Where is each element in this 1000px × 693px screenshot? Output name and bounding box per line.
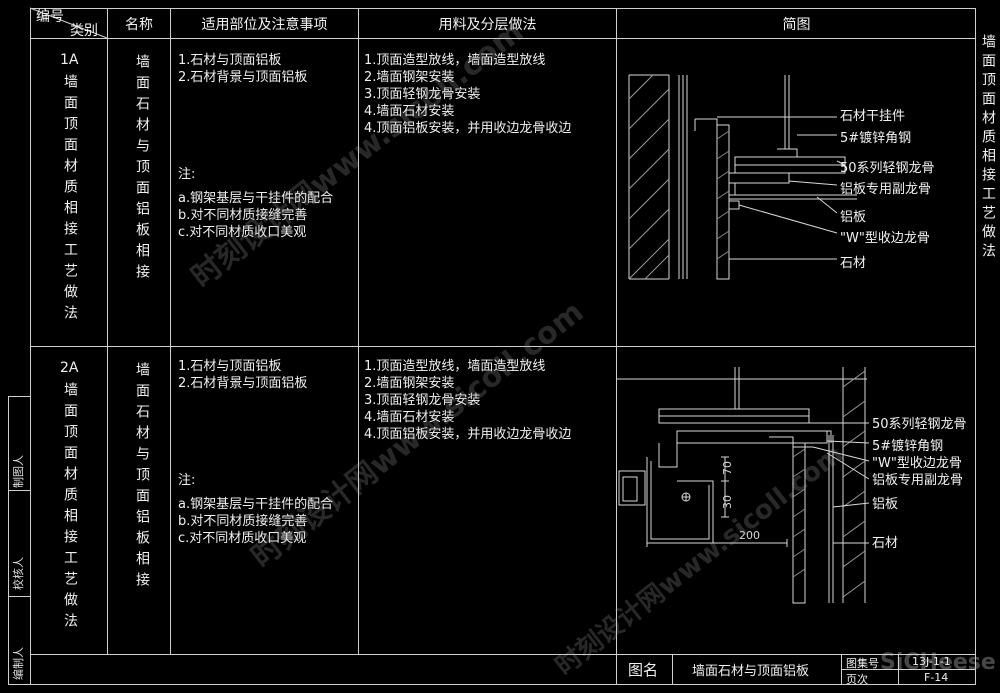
callout-label: 铝板专用副龙骨 [872,473,964,488]
callout-label: 50系列轻钢龙骨 [872,417,967,432]
material-line: 4.顶面铝板安装，并用收边龙骨收边 [364,121,572,136]
material-line: 4.墙面石材安装 [364,410,455,425]
usage-line: 2.石材背景与顶面铝板 [178,70,308,85]
row1-name: 墙面石材与顶面铝板相接 [134,54,150,285]
atlas-label: 图集号 [846,657,879,670]
row1-note-label: 注: [178,167,196,182]
dim-70: 70 [721,461,734,475]
material-line: 2.墙面钢架安装 [364,70,455,85]
row2-note-label: 注: [178,473,196,488]
row2-materials: 1.顶面造型放线，墙面造型放线 2.墙面钢架安装 3.顶面轻钢龙骨安装 4.墙面… [364,358,571,443]
row1-code: 1A [60,52,79,68]
callout-label: 铝板 [872,497,899,512]
header-usage: 适用部位及注意事项 [201,17,328,33]
callout-label: "W"型收边龙骨 [840,231,930,246]
note-line: b.对不同材质接缝完善 [178,208,308,223]
material-line: 1.顶面造型放线，墙面造型放线 [364,359,546,374]
material-line: 2.墙面钢架安装 [364,376,455,391]
dim-30: 30 [721,495,734,509]
author-label: 编制人 [12,647,25,680]
callout-label: 石材 [872,536,899,551]
material-line: 1.顶面造型放线，墙面造型放线 [364,53,546,68]
callout-label: "W"型收边龙骨 [872,456,962,471]
row2-name: 墙面石材与顶面铝板相接 [134,362,150,593]
side-title-right: 墙面顶面材质相接工艺做法 [980,34,996,262]
material-line: 4.顶面铝板安装，并用收边龙骨收边 [364,427,572,442]
row2-section-drawing: 70 30 200 [617,367,870,604]
callout-label: 50系列轻钢龙骨 [840,161,935,176]
side-signature-strip: 制图人 校核人 编制人 [8,396,30,684]
row2-usage: 1.石材与顶面铝板 2.石材背景与顶面铝板 [178,358,307,392]
row2-title: 墙面顶面材质相接工艺做法 [62,382,78,634]
header-name: 名称 [125,17,153,33]
callout-label: 石材 [840,256,867,271]
note-line: a.钢架基层与干挂件的配合 [178,497,334,512]
atlas-value: 13J-1-1 [912,655,951,668]
header-materials: 用料及分层做法 [438,17,537,33]
note-line: c.对不同材质收口美观 [178,225,307,240]
material-line: 3.顶面轻钢龙骨安装 [364,87,481,102]
note-line: b.对不同材质接缝完善 [178,514,308,529]
drawing-name: 墙面石材与顶面铝板 [692,664,810,679]
usage-line: 2.石材背景与顶面铝板 [178,376,308,391]
corner-logo: SiCHeese [880,650,996,675]
dim-200: 200 [739,529,760,542]
material-line: 4.墙面石材安装 [364,104,455,119]
callout-label: 5#镀锌角钢 [840,131,912,146]
drawing-name-label: 图名 [628,661,659,679]
usage-line: 1.石材与顶面铝板 [178,359,282,374]
row1-usage: 1.石材与顶面铝板 2.石材背景与顶面铝板 [178,52,307,86]
usage-line: 1.石材与顶面铝板 [178,53,282,68]
row1-section-drawing [628,74,857,280]
row1-materials: 1.顶面造型放线，墙面造型放线 2.墙面钢架安装 3.顶面轻钢龙骨安装 4.墙面… [364,52,571,137]
header-category: 类别 [70,23,98,39]
header-num: 编号 [36,9,64,25]
page-value: F-14 [924,671,949,684]
row2-notes: a.钢架基层与干挂件的配合 b.对不同材质接缝完善 c.对不同材质收口美观 [178,496,333,547]
material-line: 3.顶面轻钢龙骨安装 [364,393,481,408]
callout-label: 5#镀锌角钢 [872,439,944,454]
callout-label: 铝板 [840,210,867,225]
note-line: c.对不同材质收口美观 [178,531,307,546]
checker-label: 校核人 [12,557,25,590]
drafter-label: 制图人 [12,455,25,488]
note-line: a.钢架基层与干挂件的配合 [178,191,334,206]
callout-label: 铝板专用副龙骨 [840,182,932,197]
row1-title: 墙面顶面材质相接工艺做法 [62,74,78,326]
header-diagram: 简图 [782,17,811,33]
page-label: 页次 [846,673,868,686]
callout-label: 石材干挂件 [840,109,906,124]
row1-notes: a.钢架基层与干挂件的配合 b.对不同材质接缝完善 c.对不同材质收口美观 [178,190,333,241]
row2-code: 2A [60,360,79,376]
